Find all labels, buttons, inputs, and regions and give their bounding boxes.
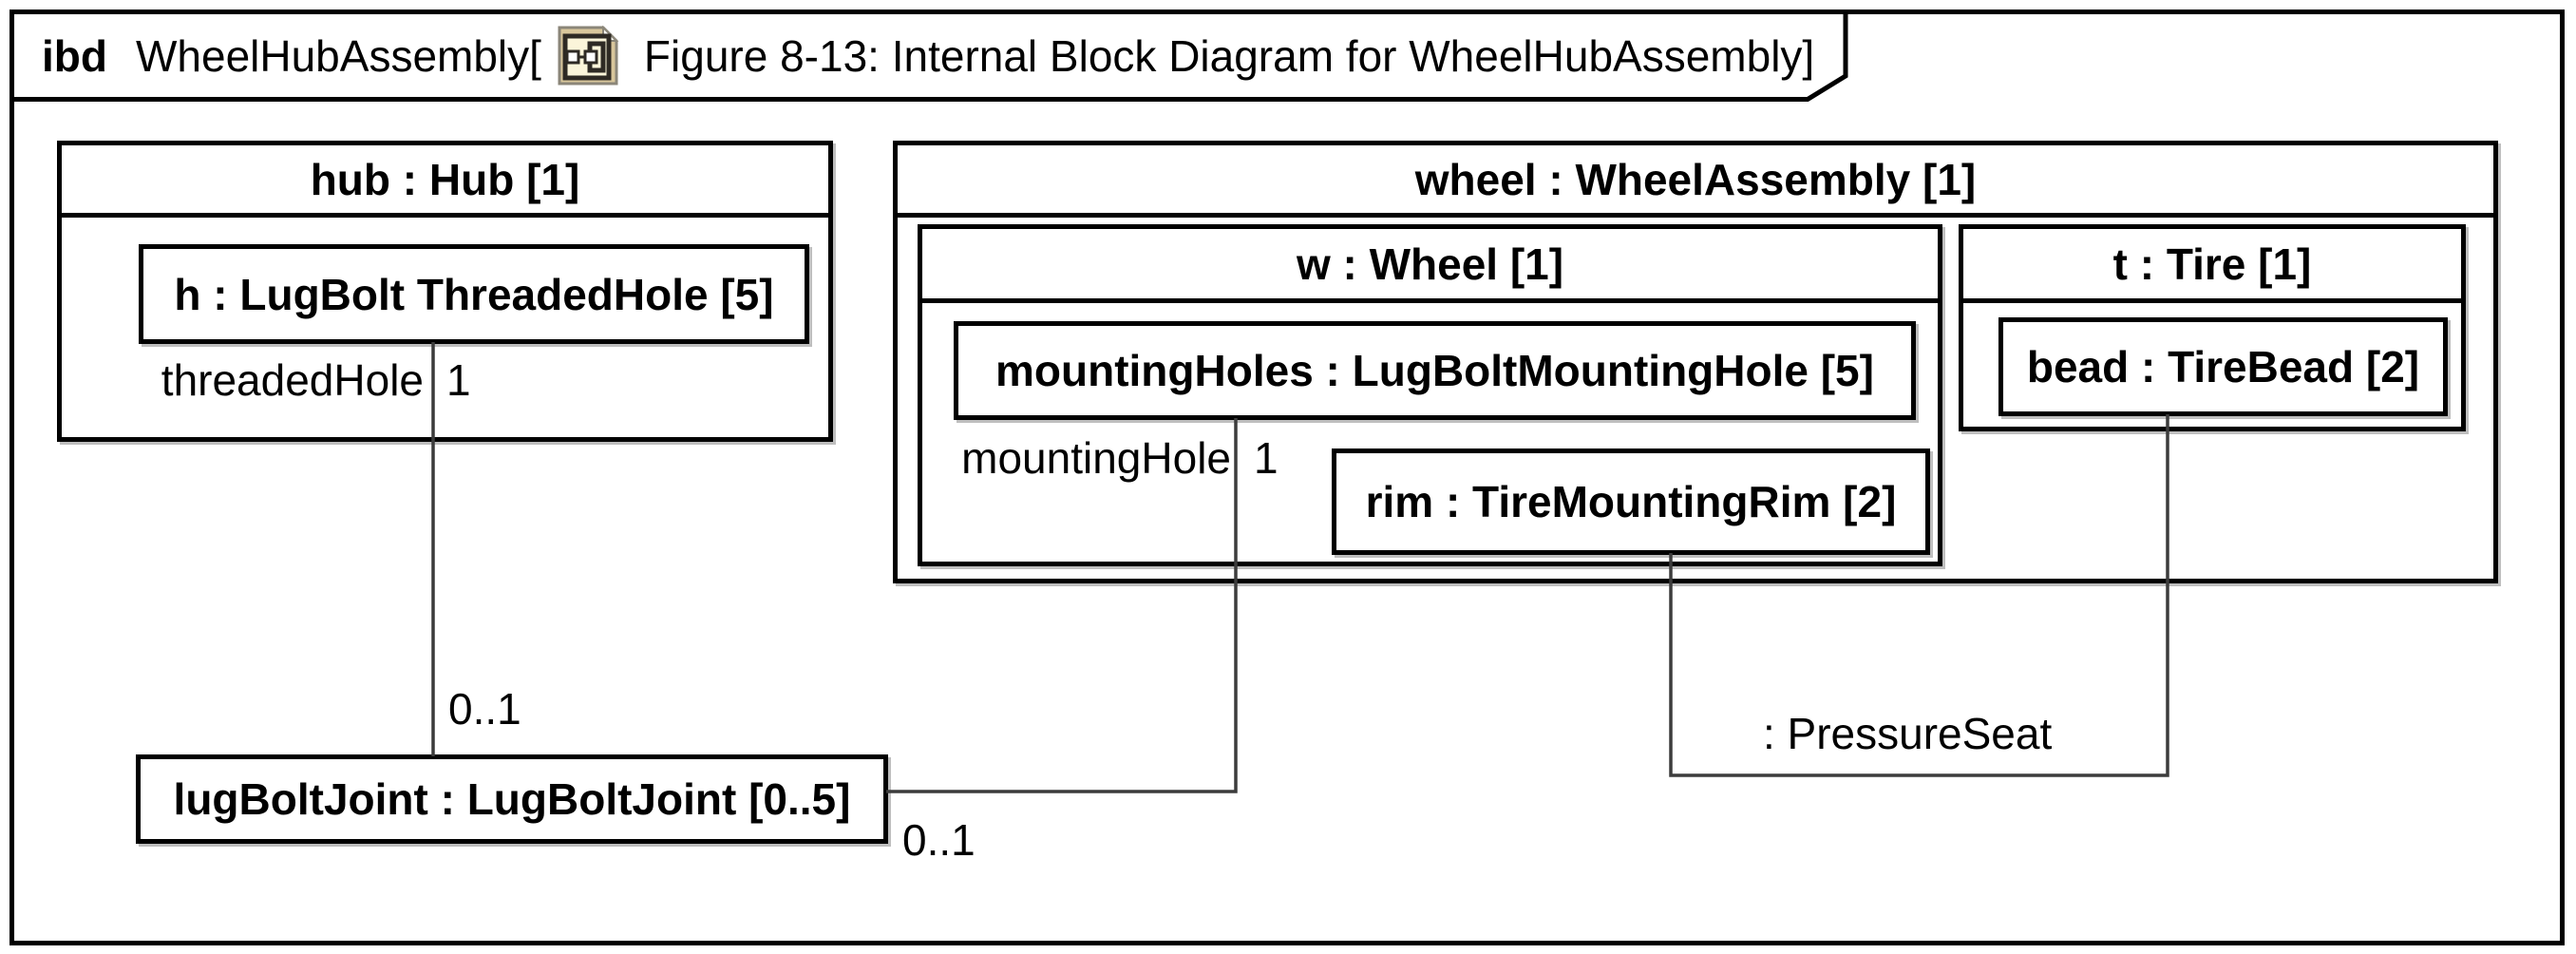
part-bead: bead : TireBead [2]	[1998, 317, 2448, 416]
connector-label-pressureseat: : PressureSeat	[1763, 709, 2053, 758]
multiplicity-lugboltjoint-right: 0..1	[902, 815, 975, 865]
connector-end-multiplicity-mountinghole: 1	[1254, 433, 1279, 483]
diagram-title: ibd WheelHubAssembly[ Figure 8-13: Intern…	[9, 11, 1843, 101]
multiplicity-lugboltjoint-top: 0..1	[448, 684, 521, 734]
diagram-kind-keyword: ibd	[42, 31, 107, 81]
connector-end-label-threadedhole: threadedHole	[161, 355, 424, 405]
part-rim: rim : TireMountingRim [2]	[1332, 448, 1930, 555]
block-t-header: t : Tire [1]	[1963, 229, 2461, 303]
block-w-header: w : Wheel [1]	[922, 229, 1938, 303]
block-hub-header: hub : Hub [1]	[62, 145, 828, 218]
block-wheel-header: wheel : WheelAssembly [1]	[898, 145, 2493, 218]
connector-end-multiplicity-threadedhole: 1	[446, 355, 471, 405]
part-h-lugbolt-threadedhole: h : LugBolt ThreadedHole [5]	[139, 244, 809, 344]
diagram-description: Figure 8-13: Internal Block Diagram for …	[643, 31, 1815, 81]
ibd-frame-icon	[558, 26, 619, 86]
part-mountingholes: mountingHoles : LugBoltMountingHole [5]	[954, 321, 1916, 420]
connector-end-label-mountinghole: mountingHole	[961, 433, 1231, 483]
diagram-block-name: WheelHubAssembly[	[135, 31, 541, 81]
block-lugboltjoint: lugBoltJoint : LugBoltJoint [0..5]	[136, 754, 888, 844]
